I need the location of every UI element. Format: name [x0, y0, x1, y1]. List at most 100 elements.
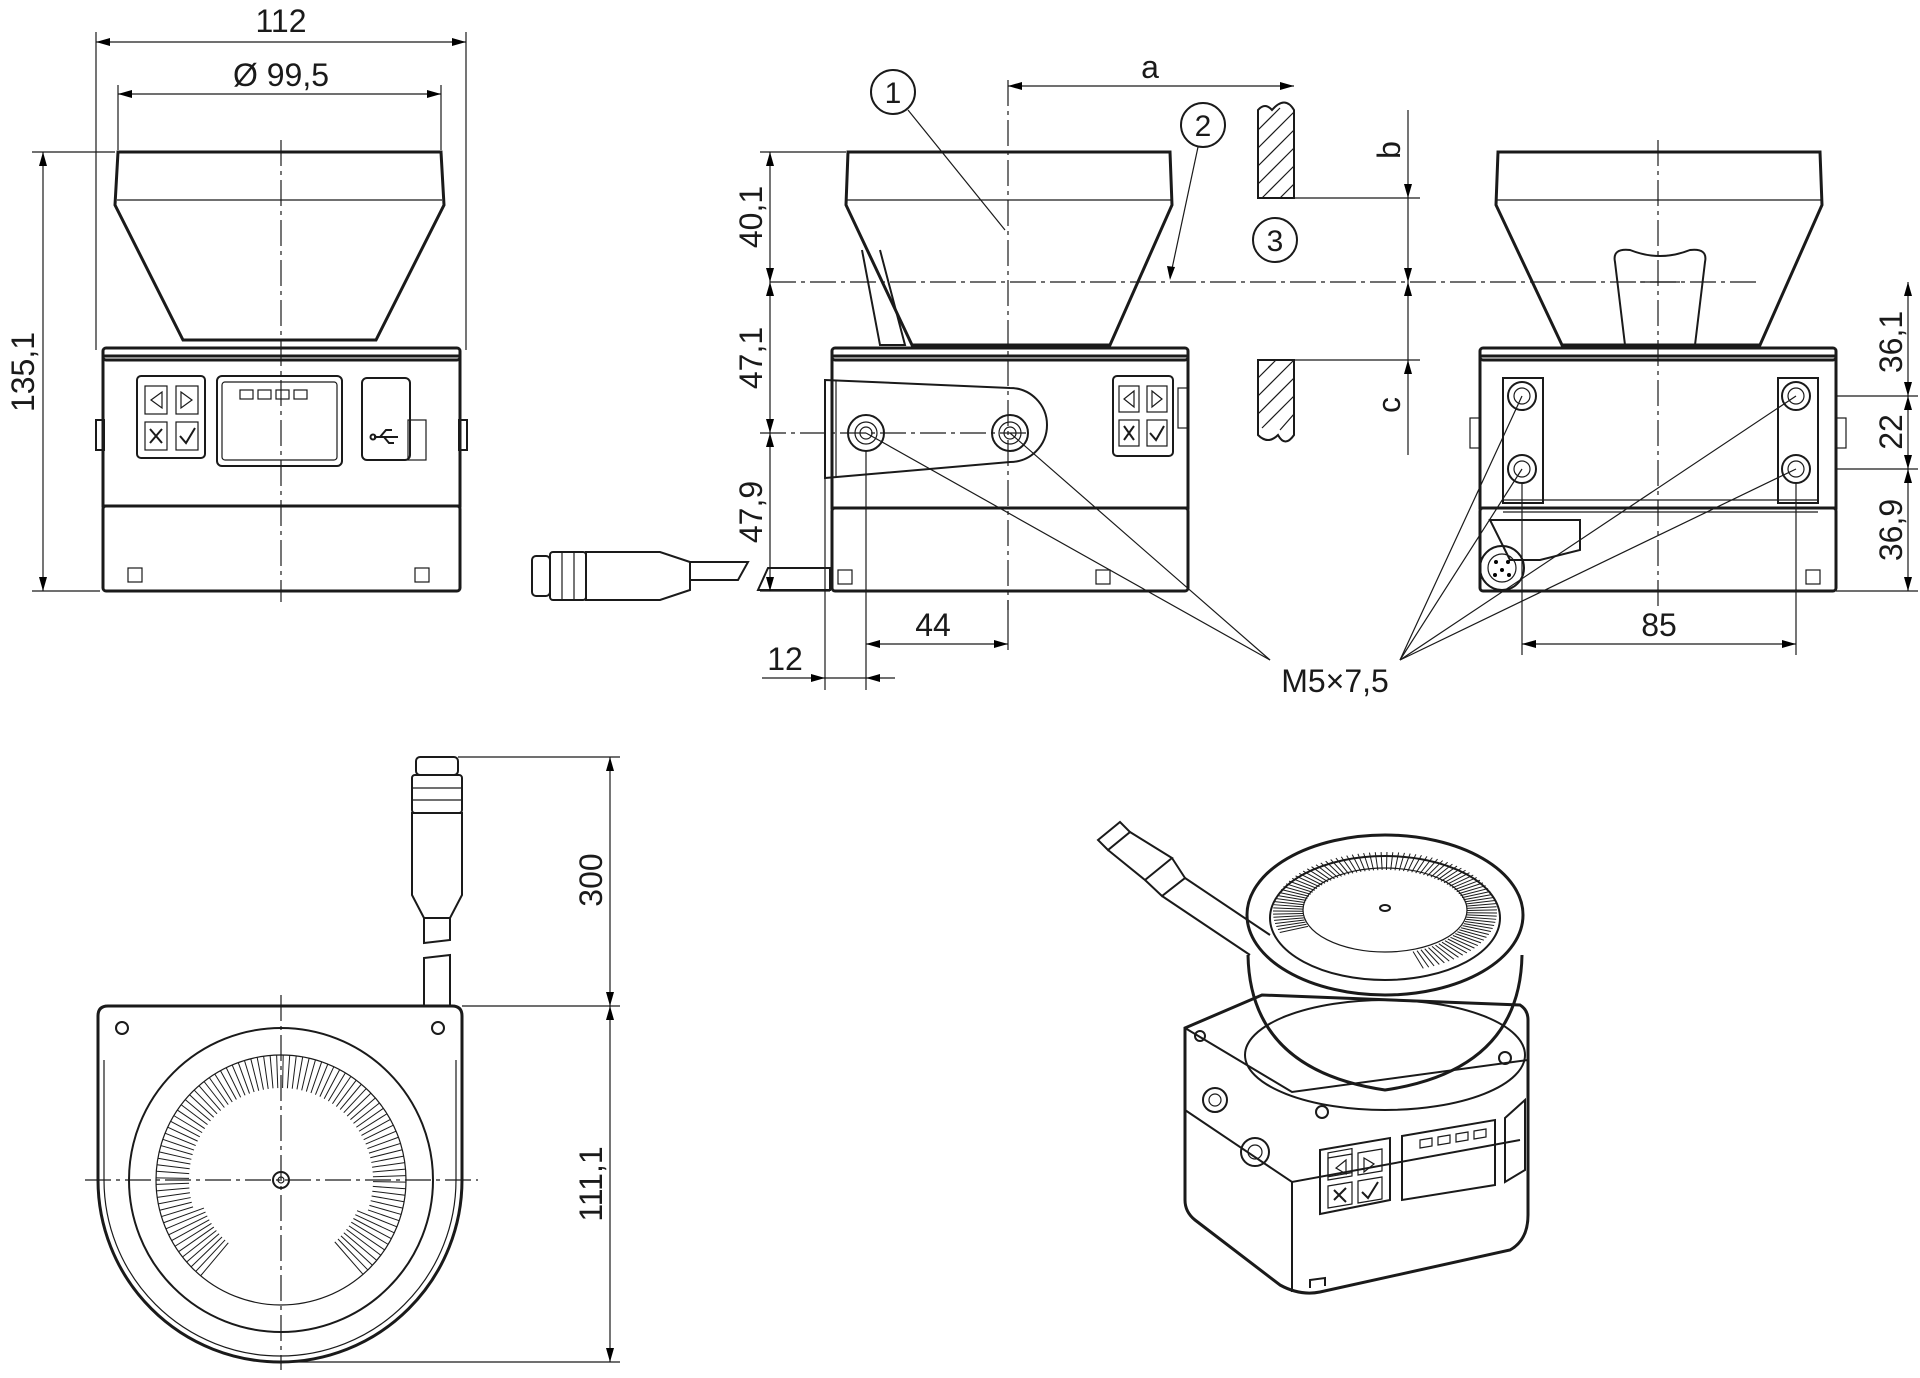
iso-scan-tick: [1407, 854, 1417, 872]
scan-tick: [250, 1058, 260, 1091]
iso-scan-tick: [1302, 870, 1326, 884]
iso-scan-tick: [1283, 886, 1311, 895]
iso-scan-tick: [1466, 914, 1497, 917]
right-arrow-key-icon: [175, 385, 199, 415]
iso-scan-tick: [1466, 909, 1497, 912]
wall-section-lower: [1257, 359, 1295, 443]
scan-tick: [371, 1195, 405, 1203]
scan-tick: [368, 1142, 401, 1154]
scan-tick: [356, 1107, 384, 1128]
cross-key-icon: [144, 421, 168, 451]
iso-scan-tick: [1274, 919, 1305, 924]
dim-12: 12: [767, 641, 803, 677]
iso-scan-tick: [1464, 920, 1495, 926]
iso-scan-tick: [1273, 904, 1304, 908]
callout-3-circle: [1252, 217, 1298, 263]
scan-tick: [180, 1104, 208, 1126]
iso-scan-tick: [1298, 872, 1323, 886]
iso-scan-tick: [1295, 875, 1320, 888]
scan-window-ticks: [156, 1055, 406, 1277]
iso-scan-tick: [1466, 906, 1497, 909]
scan-tick: [346, 1092, 372, 1117]
scan-tick: [165, 1211, 206, 1230]
iso-scan-tick: [1466, 916, 1497, 920]
iso-scan-tick: [1394, 852, 1400, 871]
iso-scan-tick: [1276, 921, 1306, 928]
scan-tick: [263, 1056, 269, 1089]
scan-tick: [167, 1126, 198, 1142]
callout-3-label: 3: [1267, 225, 1284, 258]
iso-scan-tick: [1437, 865, 1458, 881]
iso-scan-tick: [1461, 890, 1491, 899]
scan-tick: [334, 1241, 364, 1275]
scan-tick: [177, 1109, 206, 1129]
iso-scan-tick: [1465, 918, 1496, 923]
iso-scan-tick: [1450, 936, 1475, 949]
scan-tick: [315, 1063, 329, 1095]
check-key-icon: [175, 421, 199, 451]
iso-scan-window-ticks: [1273, 851, 1497, 969]
iso-scan-tick: [1279, 925, 1309, 934]
scan-tick: [178, 1226, 215, 1253]
iso-scan-tick: [1419, 857, 1433, 875]
iso-scan-tick: [1428, 947, 1445, 964]
scan-tick: [157, 1192, 190, 1198]
scan-tick: [358, 1113, 388, 1132]
scan-tick: [214, 1073, 233, 1103]
scan-tick: [323, 1069, 341, 1100]
iso-scan-tick: [1443, 869, 1466, 884]
scan-tick: [367, 1209, 400, 1222]
dim-36-9: 36,9: [1873, 499, 1909, 561]
iso-scan-tick: [1330, 859, 1346, 876]
scan-tick: [372, 1162, 405, 1168]
iso-scan-tick: [1435, 944, 1455, 960]
scan-tick: [203, 1081, 225, 1108]
scan-tick: [159, 1151, 192, 1160]
scan-tick: [353, 1102, 380, 1124]
scan-tick: [157, 1157, 191, 1165]
iso-scan-tick: [1285, 883, 1313, 893]
iso-scan-tick: [1346, 855, 1358, 873]
iso-scan-tick: [1424, 948, 1440, 965]
wall-section-upper: [1257, 101, 1295, 199]
scan-tick: [156, 1182, 190, 1185]
thread-label: M5×7,5: [1281, 663, 1389, 699]
iso-scan-tick: [1441, 941, 1464, 956]
iso-scan-tick: [1460, 927, 1489, 935]
scan-tick: [372, 1181, 406, 1183]
scan-tick: [346, 1228, 382, 1256]
scan-tick: [186, 1233, 220, 1263]
scan-tick: [296, 1056, 304, 1090]
scan-tick: [372, 1185, 406, 1190]
dim-middle-height: 47,1: [733, 327, 769, 389]
scan-tick: [200, 1242, 229, 1277]
scan-tick: [160, 1145, 193, 1156]
iso-scan-tick: [1275, 898, 1306, 904]
iso-scan-tick: [1380, 852, 1383, 871]
scan-tick: [343, 1232, 378, 1261]
scan-tick: [189, 1094, 215, 1118]
scan-tick: [301, 1058, 310, 1091]
scan-tick: [282, 1055, 284, 1089]
iso-scan-tick: [1412, 951, 1424, 969]
scan-tick: [372, 1190, 406, 1196]
iso-scan-tick: [1351, 854, 1362, 873]
scan-tick: [195, 1239, 226, 1272]
iso-scan-tick: [1466, 903, 1496, 907]
scan-tick: [327, 1072, 346, 1102]
iso-scan-tick: [1402, 853, 1411, 872]
scan-tick: [355, 1214, 395, 1234]
iso-display: [1401, 1118, 1496, 1202]
iso-scan-tick: [1454, 879, 1481, 891]
side-view: 1 2 3 a: [531, 49, 1760, 690]
scan-tick: [363, 1124, 394, 1141]
iso-scan-tick: [1279, 891, 1308, 899]
scan-tick: [243, 1060, 255, 1093]
scan-tick: [343, 1088, 367, 1114]
iso-scan-tick: [1357, 853, 1366, 872]
dim-depth: 111,1: [573, 1146, 609, 1221]
iso-scan-tick: [1451, 877, 1477, 889]
iso-scan-tick: [1463, 893, 1493, 901]
iso-scan-tick: [1273, 907, 1304, 910]
